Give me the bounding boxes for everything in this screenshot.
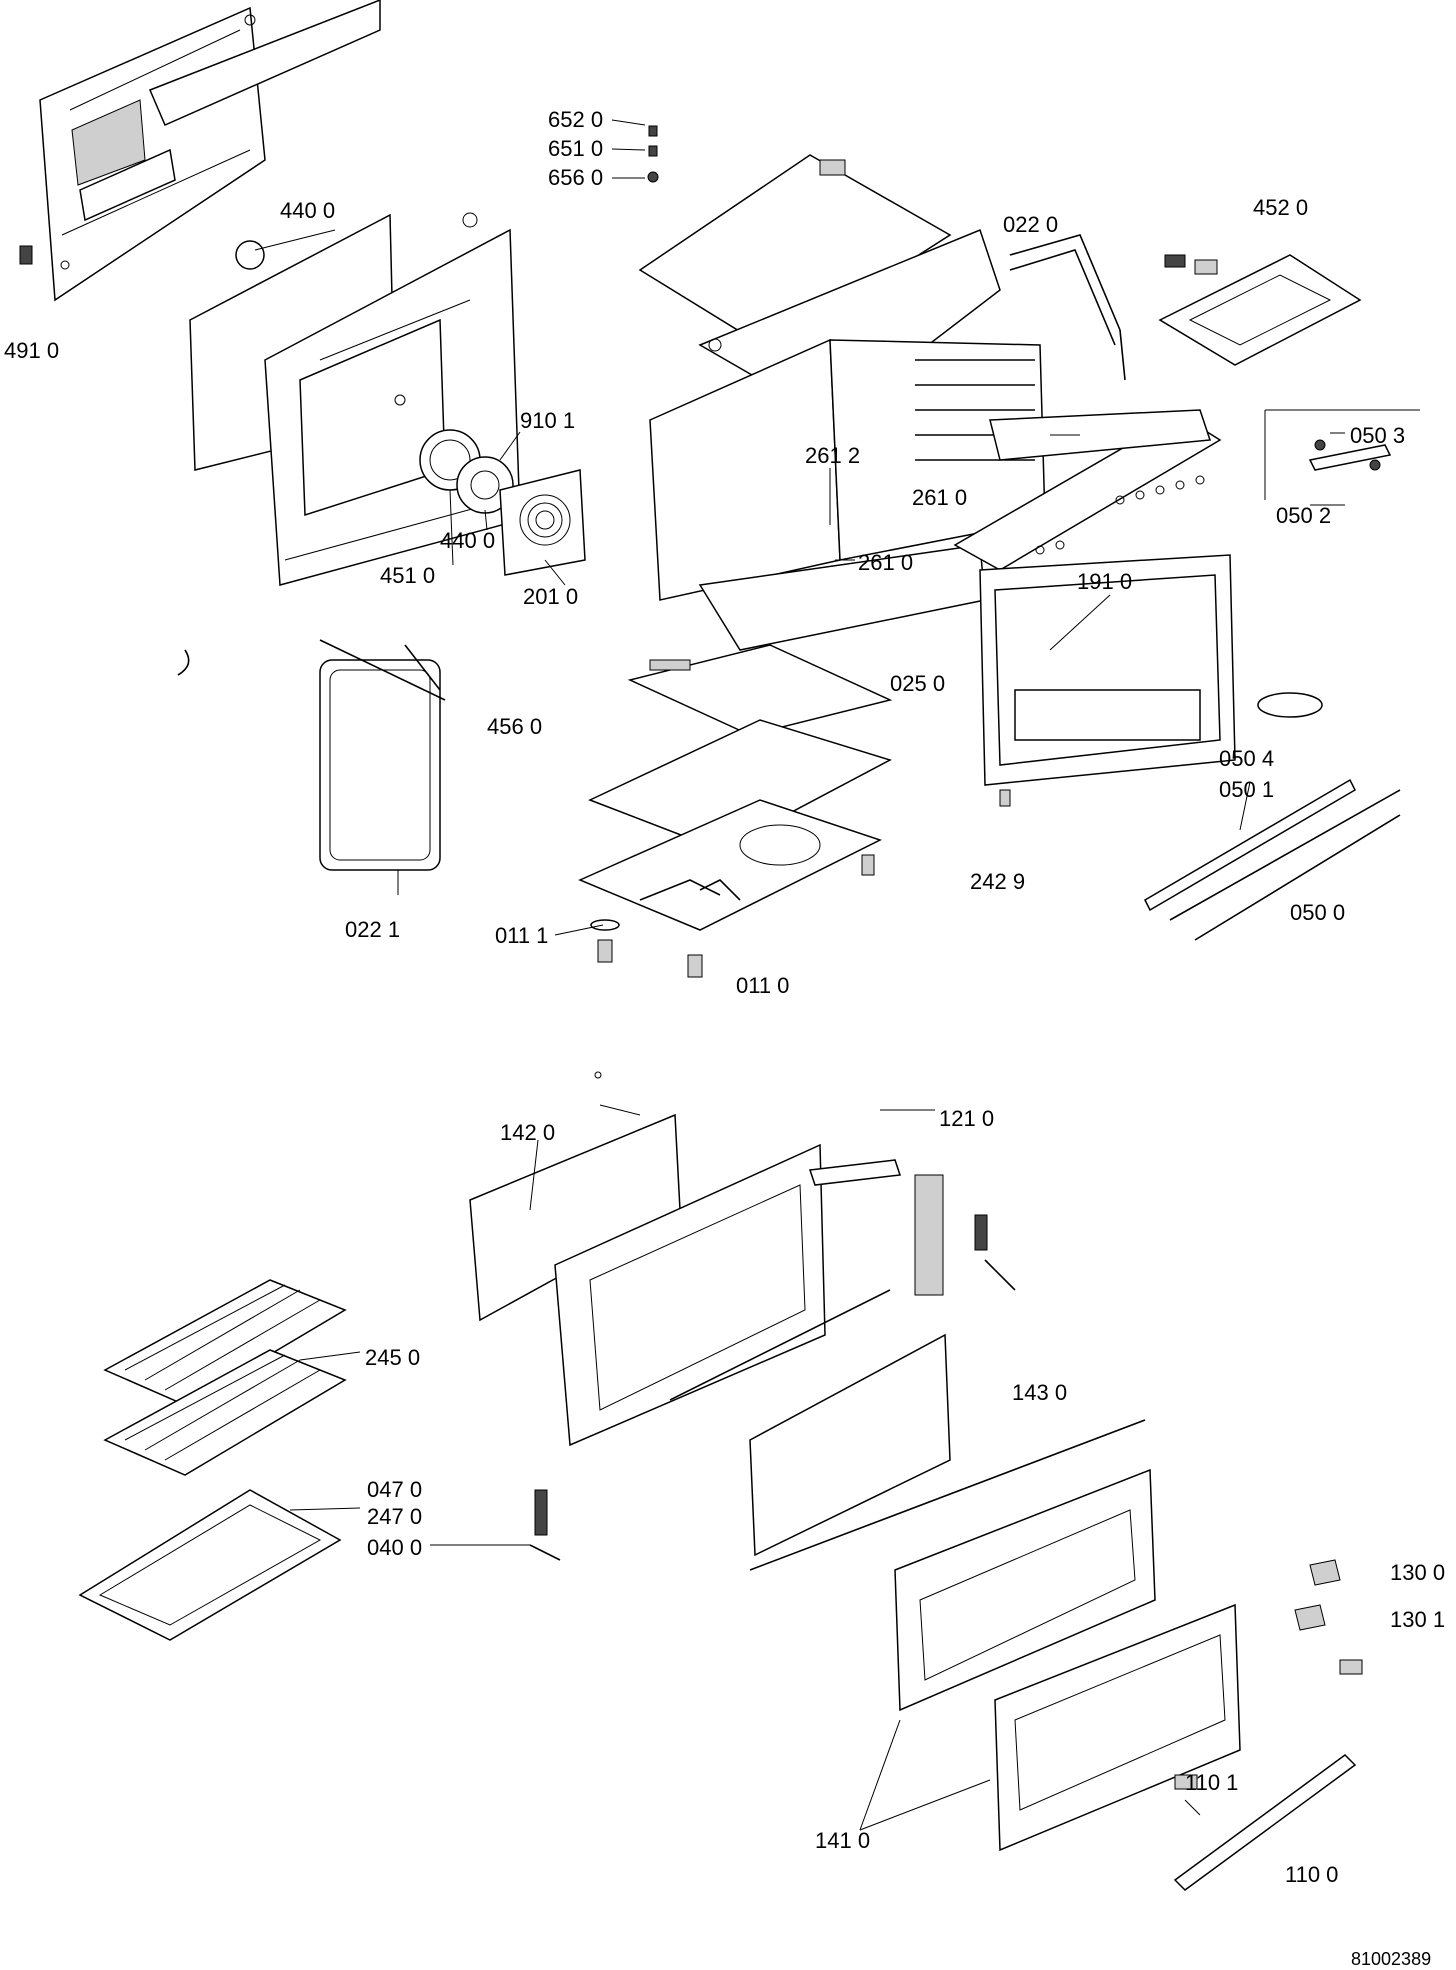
label-011-0: 011 0 [736,973,789,998]
label-025-0: 025 0 [890,671,945,696]
label-050-2: 050 2 [1276,503,1331,528]
bottom-heating-element [588,644,893,851]
label-142-0: 142 0 [500,1120,555,1145]
thermostat-knob-part [235,240,265,270]
inner-door-frame [554,1143,902,1447]
rear-back-panel [39,0,381,302]
hinge-bracket-upper [1309,1559,1341,1586]
top-heating-element [1009,234,1126,381]
label-440-0-top: 440 0 [280,198,335,223]
baking-tray [78,1489,342,1641]
label-141-0: 141 0 [815,1828,870,1853]
fan-wheel [419,429,514,514]
door-hinge-right [974,1214,1016,1291]
label-050-3: 050 3 [1350,423,1405,448]
label-247-0: 247 0 [367,1504,422,1529]
label-022-1: 022 1 [345,917,400,942]
label-261-2: 261 2 [805,443,860,468]
label-261-0-lower: 261 0 [858,550,913,575]
adjustable-foot-left [590,919,620,963]
door-handle [1173,1659,1363,1891]
label-652-0: 652 0 [548,107,603,132]
label-143-0: 143 0 [1012,1380,1067,1405]
label-651-0: 651 0 [548,136,603,161]
door-seal [319,639,446,871]
label-201-0: 201 0 [523,584,578,609]
label-191-0: 191 0 [1077,569,1132,594]
label-245-0: 245 0 [365,1345,420,1370]
fan-guard [499,469,586,576]
door-insulation [914,1174,944,1296]
label-656-0: 656 0 [548,165,603,190]
seal-clip [177,649,190,676]
front-frame [979,554,1236,807]
fastener-set [647,125,659,183]
grill-element [1158,254,1362,366]
door-hinge-left [529,1489,561,1561]
part-labels: 652 0 651 0 656 0 440 0 491 0 022 0 452 … [4,107,1445,1969]
top-trim-profile [1264,409,1420,500]
label-110-1: 110 1 [1185,1770,1238,1795]
hinge-bracket-lower [1294,1604,1326,1631]
label-130-0: 130 0 [1390,1560,1445,1585]
label-456-0: 456 0 [487,714,542,739]
door-stop [1257,692,1323,718]
bottom-plate [578,799,882,931]
label-130-1: 130 1 [1390,1607,1445,1632]
label-452-0: 452 0 [1253,195,1308,220]
label-242-9: 242 9 [970,869,1025,894]
door-middle-glass [669,1289,1146,1571]
label-011-1: 011 1 [495,923,548,948]
label-050-0: 050 0 [1290,900,1345,925]
document-number: 81002389 [1351,1949,1431,1969]
outer-door-front [894,1468,1156,1712]
label-491-0: 491 0 [4,338,59,363]
outer-door-glass [994,1603,1241,1852]
oven-cavity [649,338,1046,651]
label-121-0: 121 0 [939,1106,994,1131]
label-110-0: 110 0 [1285,1862,1338,1887]
oven-rack-lower [103,1349,347,1476]
label-050-1: 050 1 [1219,777,1274,802]
adjustable-foot-right [687,854,875,978]
label-047-0: 047 0 [367,1477,422,1502]
rear-panel-clip [19,245,33,265]
leader-lines [254,119,1345,1831]
label-440-0-lower: 440 0 [440,528,495,553]
control-panel [953,409,1222,571]
label-050-4: 050 4 [1219,746,1274,771]
label-451-0: 451 0 [380,563,435,588]
label-022-0: 022 0 [1003,212,1058,237]
side-trim [1144,778,1401,941]
label-261-0-upper: 261 0 [912,485,967,510]
label-910-1: 910 1 [520,408,575,433]
oven-rack-upper [103,1279,347,1406]
label-040-0: 040 0 [367,1535,422,1560]
